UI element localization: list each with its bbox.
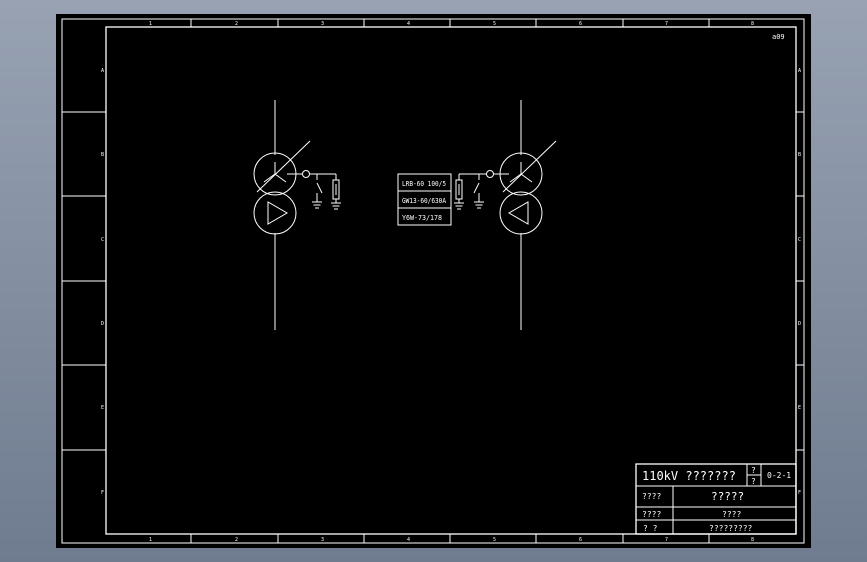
col-label: 2 xyxy=(235,21,238,27)
winding-circle xyxy=(253,191,297,235)
row3-value: ???? xyxy=(722,510,741,519)
col-label: 4 xyxy=(407,537,410,543)
mark-bottom: ? xyxy=(751,477,756,486)
winding-circle xyxy=(499,191,543,235)
row-label: B xyxy=(798,152,801,158)
row-label: A xyxy=(798,68,801,74)
row-label: D xyxy=(798,321,801,327)
title-block: 110kV ??????? ? ? 0-2-1 ???? ????? ???? … xyxy=(635,463,797,535)
row-labels-left: A B C D E F xyxy=(101,68,104,496)
col-label: 8 xyxy=(751,21,754,27)
row-label: F xyxy=(798,490,801,496)
arrester-label: Y6W-73/178 xyxy=(402,214,442,222)
row-ticks xyxy=(62,111,804,451)
column-labels-top: 1 2 3 4 5 6 7 8 xyxy=(149,21,754,27)
col-label: 7 xyxy=(665,537,668,543)
col-label: 6 xyxy=(579,21,582,27)
project-title: 110kV ??????? xyxy=(642,469,736,483)
mark-top: ? xyxy=(751,466,756,475)
col-label: 3 xyxy=(321,21,324,27)
row-label: E xyxy=(101,405,104,411)
transformer-right[interactable] xyxy=(454,100,557,330)
row-labels-right: A B C D E F xyxy=(798,68,801,496)
row-label: C xyxy=(798,237,801,243)
row-label: B xyxy=(101,152,104,158)
row2-label: ???? xyxy=(642,492,661,501)
equipment-legend: LRB-60 100/5 GW13-60/630A Y6W-73/178 xyxy=(397,173,452,226)
col-label: 3 xyxy=(321,537,324,543)
row4-label: ? ? xyxy=(643,524,658,533)
col-label: 1 xyxy=(149,21,152,27)
col-label: 6 xyxy=(579,537,582,543)
row-label: F xyxy=(101,490,104,496)
col-label: 5 xyxy=(493,21,496,27)
row-label: C xyxy=(101,237,104,243)
row-label: D xyxy=(101,321,104,327)
ct-label: LRB-60 100/5 xyxy=(402,180,446,188)
col-label: 8 xyxy=(751,537,754,543)
column-ticks xyxy=(190,19,710,543)
drawing-sheet xyxy=(56,14,811,548)
column-labels-bottom: 1 2 3 4 5 6 7 8 xyxy=(149,537,754,543)
row4-value: ????????? xyxy=(709,524,753,533)
row-label: E xyxy=(798,405,801,411)
transformer-left[interactable] xyxy=(253,100,341,330)
col-label: 5 xyxy=(493,537,496,543)
col-label: 7 xyxy=(665,21,668,27)
row3-label: ???? xyxy=(642,510,661,519)
row-label: A xyxy=(101,68,104,74)
switch-label: GW13-60/630A xyxy=(402,197,447,205)
col-label: 1 xyxy=(149,537,152,543)
col-label: 2 xyxy=(235,537,238,543)
drawing-title: ????? xyxy=(711,490,744,503)
drawing-number: 0-2-1 xyxy=(767,471,791,480)
col-label: 4 xyxy=(407,21,410,27)
sheet-code: a09 xyxy=(772,33,785,41)
